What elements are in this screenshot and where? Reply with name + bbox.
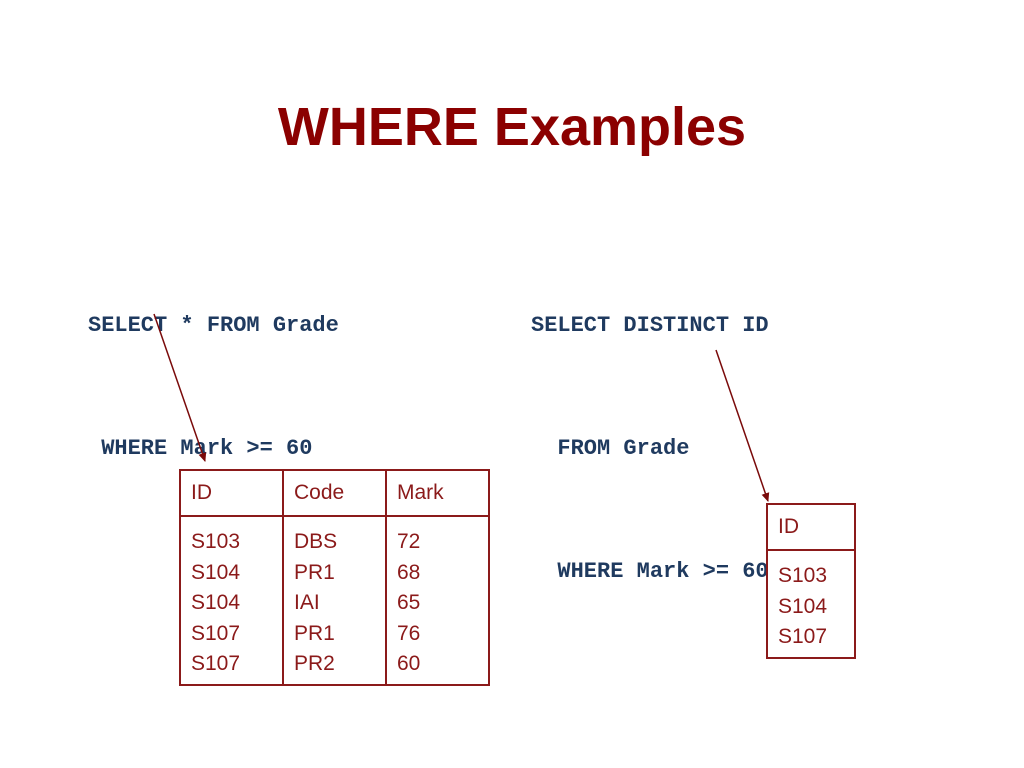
- table-cell: DBS: [294, 530, 338, 553]
- table-cell: PR2: [294, 652, 335, 675]
- table-cell: PR1: [294, 621, 335, 645]
- query-right: SELECT DISTINCT ID FROM Grade WHERE Mark…: [531, 223, 769, 633]
- table-row: S103 S104 S104 S107 S107 DBS PR1 IAI PR1…: [179, 516, 490, 685]
- id-column-cells: S103 S104 S104 S107 S107: [179, 516, 284, 685]
- id-column-cells: S103 S104 S107: [766, 550, 856, 658]
- table-cell: S103: [778, 564, 828, 587]
- table-cell: PR1: [294, 560, 335, 584]
- query-right-line: SELECT DISTINCT ID: [531, 313, 769, 338]
- slide-title: WHERE Examples: [277, 97, 747, 157]
- table-cell: 65: [397, 591, 421, 614]
- column-header-id: ID: [766, 504, 856, 551]
- table-cell: S104: [191, 560, 241, 584]
- column-header-mark: Mark: [385, 470, 490, 517]
- code-column-cells: DBS PR1 IAI PR1 PR2: [282, 516, 387, 685]
- table-cell: S107: [778, 625, 828, 648]
- result-table-all-columns: ID Code Mark S103 S104 S104 S107 S107 DB…: [179, 469, 490, 686]
- table-cell: S104: [778, 594, 828, 618]
- query-left-line: WHERE Mark >= 60: [88, 436, 313, 461]
- table-cell: 68: [397, 560, 421, 584]
- table-cell: IAI: [294, 591, 320, 614]
- table-cell: S107: [191, 652, 241, 675]
- table-cell: 72: [397, 530, 421, 553]
- query-right-line: WHERE Mark >= 60: [531, 559, 769, 584]
- column-header-code: Code: [282, 470, 387, 517]
- query-left: SELECT * FROM Grade WHERE Mark >= 60: [88, 223, 339, 510]
- mark-column-cells: 72 68 65 76 60: [385, 516, 490, 685]
- table-cell: 76: [397, 621, 421, 645]
- table-cell: S107: [191, 621, 241, 645]
- query-right-line: FROM Grade: [531, 436, 690, 461]
- result-table-distinct-id: ID S103 S104 S107: [766, 503, 856, 659]
- table-cell: S103: [191, 530, 241, 553]
- table-cell: 60: [397, 652, 421, 675]
- column-header-id: ID: [179, 470, 284, 517]
- query-left-line: SELECT * FROM Grade: [88, 313, 339, 338]
- table-row: S103 S104 S107: [766, 550, 856, 658]
- table-cell: S104: [191, 591, 241, 614]
